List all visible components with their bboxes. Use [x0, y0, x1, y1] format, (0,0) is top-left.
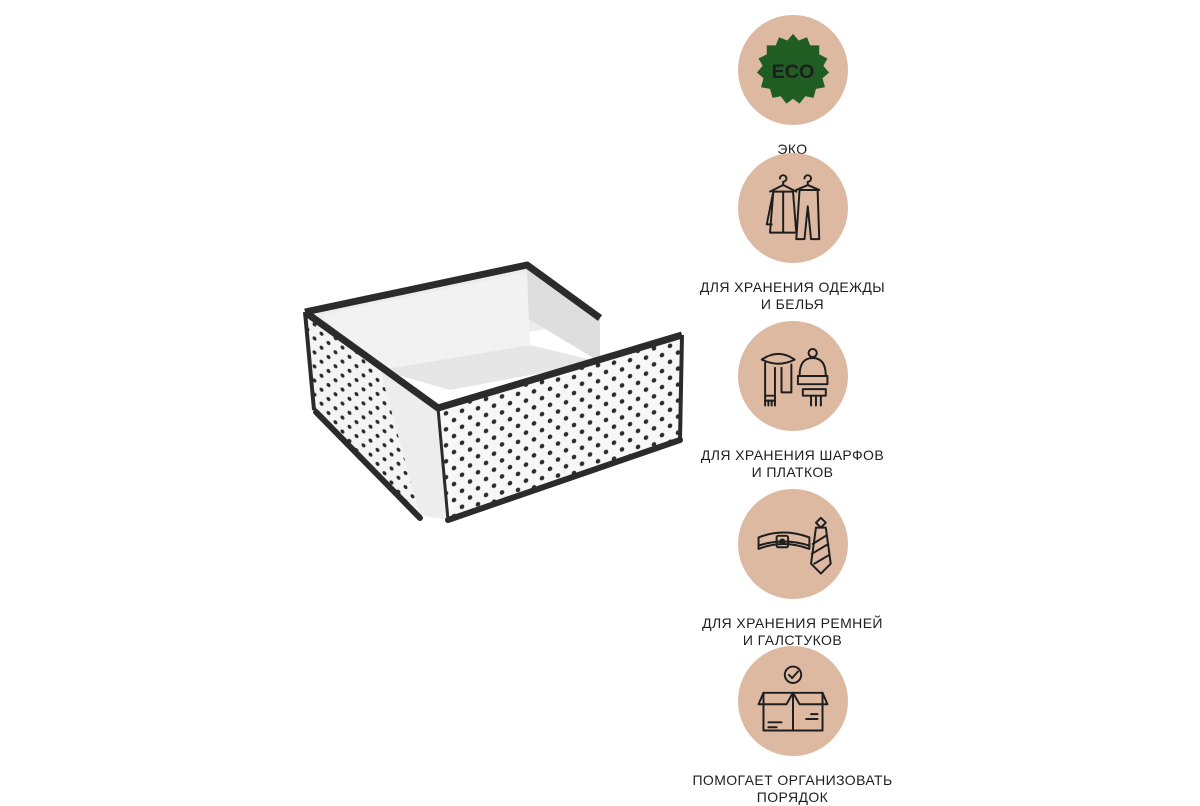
eco-badge-icon: ECO: [756, 33, 829, 104]
feature-label: ДЛЯ ХРАНЕНИЯ ОДЕЖДЫ И БЕЛЬЯ: [699, 279, 886, 312]
hanging-clothes-icon: [765, 174, 820, 241]
feature-organize: ПОМОГАЕТ ОРГАНИЗОВАТЬ ПОРЯДОК: [680, 646, 905, 806]
feature-belts: ДЛЯ ХРАНЕНИЯ РЕМНЕЙ И ГАЛСТУКОВ: [680, 489, 905, 649]
feature-clothes: ДЛЯ ХРАНЕНИЯ ОДЕЖДЫ И БЕЛЬЯ: [680, 153, 905, 313]
feature-circle: [737, 646, 848, 756]
product-image: [290, 250, 700, 550]
feature-eco: ECO ЭКО: [680, 15, 905, 158]
feature-label: ДЛЯ ХРАНЕНИЯ РЕМНЕЙ И ГАЛСТУКОВ: [702, 615, 883, 648]
eco-badge-text: ECO: [771, 61, 814, 83]
feature-circle: [737, 153, 848, 263]
feature-circle: [737, 489, 848, 599]
feature-label: ДЛЯ ХРАНЕНИЯ ШАРФОВ И ПЛАТКОВ: [700, 447, 885, 480]
feature-label: ПОМОГАЕТ ОРГАНИЗОВАТЬ ПОРЯДОК: [692, 772, 893, 805]
feature-circle: [737, 321, 848, 431]
feature-scarves: ДЛЯ ХРАНЕНИЯ ШАРФОВ И ПЛАТКОВ: [680, 321, 905, 481]
scarf-hat-icon: [760, 347, 828, 407]
feature-circle: ECO: [737, 15, 848, 125]
belt-tie-icon: [757, 516, 832, 575]
box-check-icon: [757, 665, 828, 732]
storage-box-illustration: [302, 261, 684, 523]
